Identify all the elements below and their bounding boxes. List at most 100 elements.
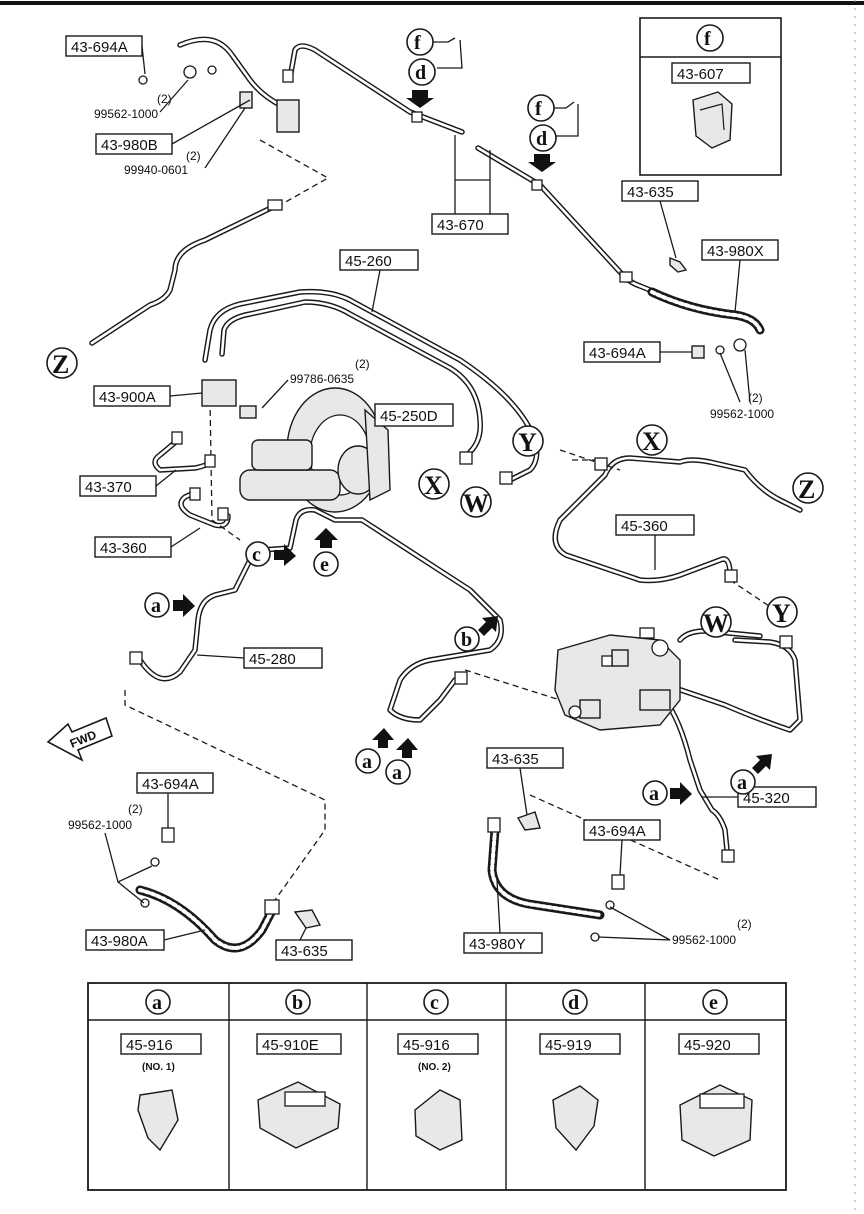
- legend-col-d: d 45-919: [539, 989, 621, 1152]
- note-99562-bottom: 99562-1000: [672, 933, 736, 947]
- svg-text:Z: Z: [52, 350, 69, 379]
- part-label-45-260[interactable]: 45-260: [339, 249, 419, 271]
- svg-text:43-694A: 43-694A: [589, 345, 646, 362]
- svg-text:(2): (2): [157, 92, 172, 106]
- svg-text:99940-0601: 99940-0601: [124, 163, 188, 177]
- part-label-43-980A[interactable]: 43-980A: [85, 929, 165, 951]
- clip-45916-no1-icon: [137, 1089, 179, 1152]
- svg-text:45-916: 45-916: [403, 1037, 450, 1054]
- part-label-43-370[interactable]: 43-370: [79, 475, 157, 497]
- svg-text:(2): (2): [737, 917, 752, 931]
- svg-text:43-694A: 43-694A: [589, 823, 646, 840]
- svg-text:a: a: [737, 772, 747, 794]
- note-99786: 99786-0635: [290, 372, 354, 386]
- arrow-d-top2: [528, 154, 556, 172]
- clip-43635-left: [293, 909, 322, 929]
- note-qty-99940: (2): [186, 149, 201, 163]
- ref-W-mid: W: [700, 606, 732, 638]
- part-label-43-670[interactable]: 43-670: [431, 213, 509, 235]
- arrow-a-r1: [752, 754, 772, 774]
- ref-a-right-1: a: [730, 769, 756, 795]
- part-label-43-694A-mid[interactable]: 43-694A: [583, 819, 661, 841]
- part-label-43-360[interactable]: 43-360: [94, 536, 172, 558]
- svg-text:45-280: 45-280: [249, 651, 296, 668]
- svg-text:43-980X: 43-980X: [707, 243, 764, 260]
- part-label-43-635-left[interactable]: 43-635: [275, 939, 353, 961]
- part-label-43-694A-top[interactable]: 43-694A: [65, 35, 143, 57]
- svg-text:(2): (2): [355, 357, 370, 371]
- svg-text:Y: Y: [772, 599, 791, 628]
- svg-text:f: f: [704, 28, 711, 50]
- svg-text:43-670: 43-670: [437, 217, 484, 234]
- svg-text:45-920: 45-920: [684, 1037, 731, 1054]
- svg-text:99562-1000: 99562-1000: [94, 107, 158, 121]
- arrow-a-b2: [396, 738, 418, 758]
- legend-col-c: c 45-916 (NO. 2): [397, 989, 479, 1151]
- svg-text:45-260: 45-260: [345, 253, 392, 270]
- svg-text:43-980B: 43-980B: [101, 137, 158, 154]
- svg-text:Y: Y: [518, 428, 537, 457]
- part-label-43-635-mid[interactable]: 43-635: [486, 747, 564, 769]
- svg-text:a: a: [151, 595, 161, 617]
- svg-text:99786-0635: 99786-0635: [290, 372, 354, 386]
- svg-text:W: W: [463, 489, 489, 518]
- arrow-e: [314, 528, 338, 548]
- note-99562-top: 99562-1000: [94, 107, 158, 121]
- part-label-43-900A[interactable]: 43-900A: [93, 385, 171, 407]
- svg-text:d: d: [536, 128, 547, 150]
- svg-text:f: f: [414, 32, 421, 54]
- arrow-d-top: [406, 90, 434, 108]
- ref-X-mid: X: [636, 424, 668, 456]
- svg-text:c: c: [430, 992, 439, 1014]
- ref-f-top-1: f: [406, 28, 434, 56]
- part-label-45-360[interactable]: 45-360: [615, 514, 695, 536]
- part-label-43-980B[interactable]: 43-980B: [95, 133, 173, 155]
- svg-text:b: b: [461, 629, 472, 651]
- svg-text:e: e: [320, 554, 329, 576]
- clip-45916-no2-icon: [414, 1089, 463, 1151]
- ref-e: e: [313, 551, 339, 577]
- part-label-43-980X[interactable]: 43-980X: [701, 239, 779, 261]
- part-label-45-280[interactable]: 45-280: [243, 647, 323, 669]
- ref-d-top-1: d: [408, 58, 436, 86]
- ref-d-top-2: d: [529, 124, 557, 152]
- svg-text:43-635: 43-635: [627, 184, 674, 201]
- clip-43635-right: [669, 256, 688, 273]
- note-qty-left: (2): [128, 802, 143, 816]
- svg-text:45-910E: 45-910E: [262, 1037, 319, 1054]
- hydraulic-unit: [554, 627, 681, 731]
- bolt-99940: [239, 91, 253, 109]
- legend-table: a 45-916 (NO. 1) b 45-910E c 45-916 (NO.…: [87, 982, 787, 1191]
- svg-text:43-370: 43-370: [85, 479, 132, 496]
- legend-col-e: e 45-920: [678, 989, 760, 1157]
- part-label-43-694A-right[interactable]: 43-694A: [583, 341, 661, 363]
- svg-text:(2): (2): [128, 802, 143, 816]
- svg-text:43-694A: 43-694A: [142, 776, 199, 793]
- part-label-43-980Y[interactable]: 43-980Y: [463, 932, 543, 954]
- fwd-indicator: FWD: [46, 716, 113, 762]
- svg-text:45-320: 45-320: [743, 790, 790, 807]
- arrow-a-b1: [372, 728, 394, 748]
- arrow-a-left: [173, 594, 195, 617]
- svg-text:45-360: 45-360: [621, 518, 668, 535]
- svg-text:45-250D: 45-250D: [380, 408, 438, 425]
- part-label-45-250D[interactable]: 45-250D: [374, 403, 454, 427]
- joint-block-43900A: [201, 379, 237, 407]
- part-label-43-694A-left[interactable]: 43-694A: [136, 772, 214, 794]
- svg-text:43-694A: 43-694A: [71, 39, 128, 56]
- inset-f: f 43-607: [639, 17, 782, 176]
- part-label-43-635-right[interactable]: 43-635: [621, 180, 699, 202]
- master-cylinder-booster: [239, 387, 391, 513]
- part-label-45-320[interactable]: 45-320: [737, 786, 817, 808]
- bolt-99786: [239, 405, 257, 419]
- svg-text:43-980A: 43-980A: [91, 933, 148, 950]
- ref-c: c: [245, 541, 271, 567]
- svg-text:43-980Y: 43-980Y: [469, 936, 526, 953]
- legend-col-b: b 45-910E: [256, 989, 342, 1149]
- svg-text:d: d: [415, 62, 426, 84]
- svg-text:(NO. 2): (NO. 2): [418, 1062, 451, 1073]
- svg-text:a: a: [362, 751, 372, 773]
- note-qty-bottom: (2): [737, 917, 752, 931]
- svg-text:b: b: [292, 992, 303, 1014]
- ref-Z-right: Z: [792, 472, 824, 504]
